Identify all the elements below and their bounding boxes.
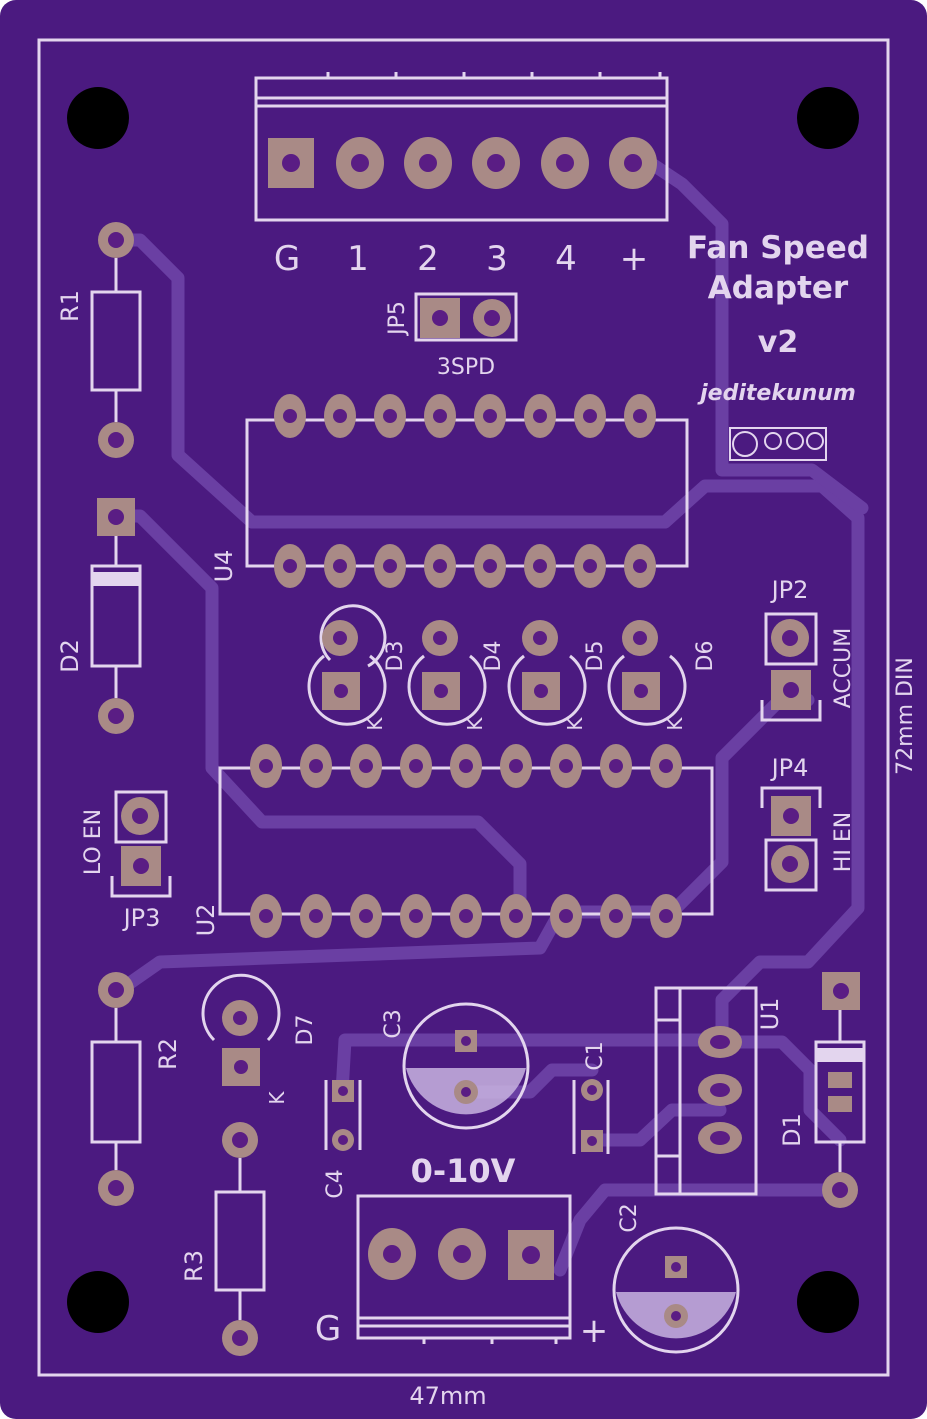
jp5-function-label: 3SPD	[437, 355, 495, 380]
width-dimension-label: 47mm	[409, 1382, 486, 1410]
input-connector: 0-10V G +	[315, 1152, 608, 1351]
resistor-r3: R3	[180, 1122, 266, 1356]
jumper-jp5: JP5 3SPD	[385, 292, 518, 380]
led-d3: D3 K	[307, 604, 408, 731]
fan-connector: G 1 2 3 4 +	[254, 72, 669, 279]
c4-label: C4	[323, 1169, 348, 1198]
capacitor-c2: C2	[612, 1203, 740, 1354]
d7-cathode-label: K	[265, 1091, 289, 1105]
ic-u2: U2	[192, 744, 714, 938]
fan-pin-4-label: 4	[555, 239, 577, 279]
board-version: v2	[758, 325, 798, 360]
jp4-function-label: HI EN	[831, 812, 856, 872]
d5-cathode-label: K	[563, 717, 587, 731]
d4-cathode-label: K	[463, 717, 487, 731]
diode-d1: D1	[778, 972, 866, 1208]
input-ground-label: G	[315, 1309, 341, 1349]
led-d6: D6 K	[607, 620, 718, 731]
d3-label: D3	[383, 641, 408, 672]
board-outline	[37, 38, 890, 1377]
jp3-function-label: LO EN	[81, 809, 106, 875]
u1-label: U1	[756, 998, 784, 1031]
jp3-label: JP3	[122, 904, 161, 932]
resistor-r2: R2	[90, 972, 182, 1206]
board-title-line1: Fan Speed	[687, 230, 869, 266]
jp2-function-label: ACCUM	[831, 628, 856, 708]
u2-label: U2	[192, 904, 220, 937]
jp2-label: JP2	[770, 576, 809, 604]
d6-cathode-label: K	[663, 717, 687, 731]
fan-pin-plus-label: +	[620, 239, 649, 279]
input-voltage-label: 0-10V	[411, 1152, 516, 1190]
cc-license-icon	[729, 427, 827, 461]
led-d4: D4 K	[407, 620, 506, 731]
input-plus-label: +	[580, 1311, 609, 1351]
d7-label: D7	[293, 1015, 318, 1046]
d1-label: D1	[778, 1113, 806, 1147]
mounting-holes	[67, 87, 859, 1333]
ic-u4: U4	[210, 394, 689, 588]
title-block: Fan Speed Adapter v2 jeditekunum	[687, 230, 869, 461]
jp4-label: JP4	[770, 754, 809, 782]
jumper-jp3: LO EN JP3	[81, 790, 172, 932]
c3-label: C3	[381, 1009, 406, 1038]
d4-label: D4	[481, 641, 506, 672]
fan-pin-2-label: 2	[417, 239, 439, 279]
jumper-jp2: JP2 ACCUM	[760, 576, 856, 722]
capacitor-c4: C4	[323, 1080, 362, 1199]
r2-label: R2	[154, 1038, 182, 1070]
d3-cathode-label: K	[363, 717, 387, 731]
fan-pin-3-label: 3	[486, 239, 508, 279]
regulator-u1: U1	[654, 986, 784, 1196]
capacitor-c1: C1	[572, 1041, 610, 1154]
resistor-r1: R1	[56, 222, 142, 458]
r1-label: R1	[56, 290, 84, 322]
r3-label: R3	[180, 1250, 208, 1282]
d2-label: D2	[56, 639, 84, 673]
c2-label: C2	[617, 1203, 642, 1232]
capacitor-c3: C3	[381, 1002, 530, 1130]
fan-pin-1-label: 1	[347, 239, 369, 279]
jumper-jp4: JP4 HI EN	[760, 754, 856, 892]
d6-label: D6	[693, 641, 718, 672]
jp5-label: JP5	[385, 301, 410, 337]
led-d7: D7 K	[201, 973, 318, 1105]
board-title-line2: Adapter	[708, 270, 849, 306]
board-author: jeditekunum	[697, 381, 856, 406]
fan-pin-g-label: G	[274, 239, 300, 279]
c1-label: C1	[583, 1041, 608, 1070]
diode-d2: D2	[56, 498, 142, 734]
u4-label: U4	[210, 550, 238, 583]
led-d5: D5 K	[507, 620, 608, 731]
d5-label: D5	[583, 641, 608, 672]
height-dimension-label: 72mm DIN	[893, 657, 918, 775]
